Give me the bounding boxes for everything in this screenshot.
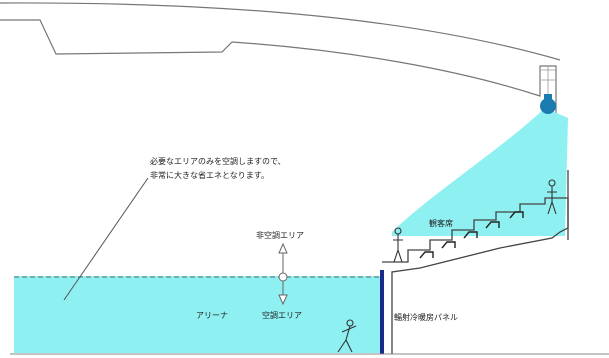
note-line-1: 必要なエリアのみを空調しますので、: [150, 157, 286, 166]
air-plume: [392, 108, 568, 236]
note-line-2: 非常に大きな省エネとなります。: [150, 171, 269, 180]
ac-area-label: 空調エリア: [262, 311, 302, 320]
non-ac-area-label: 非空調エリア: [256, 231, 304, 240]
radiant-panel-label: 輻射冷暖房パネル: [394, 313, 458, 322]
audience-seats-label: 観客席: [429, 219, 453, 228]
roof-truss: [541, 66, 556, 96]
spectator-figures: [337, 179, 557, 353]
boundary-arrow: [278, 242, 288, 306]
note-leader-line: [63, 177, 149, 301]
seat-icons: [419, 211, 524, 259]
roof-outline: [0, 2, 561, 170]
radiant-panel-bar: [380, 270, 384, 354]
arena-air-zone: [14, 276, 382, 353]
arena-label: アリーナ: [196, 311, 228, 320]
air-nozzle: [540, 94, 556, 114]
